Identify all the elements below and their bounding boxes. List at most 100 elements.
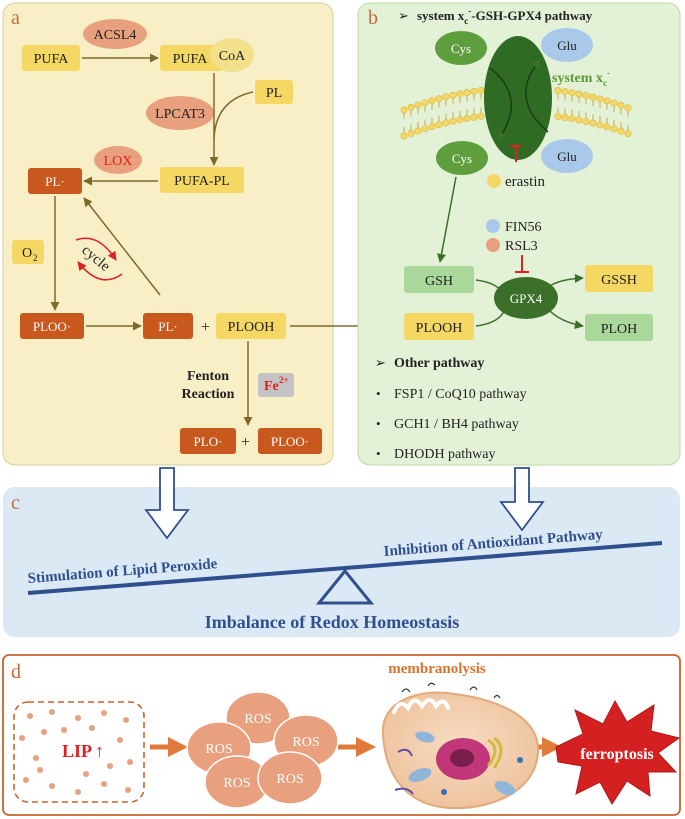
iron-dot [27, 713, 33, 719]
lox-enzyme [94, 146, 142, 174]
iron-dot [49, 709, 55, 715]
lipid-head [407, 103, 415, 111]
cys-top [435, 31, 487, 65]
panel-a-letter: a [11, 7, 20, 29]
iron-dots [19, 709, 133, 795]
lipid-head [610, 99, 618, 107]
o2-label: O [22, 246, 32, 261]
lipid-head [414, 127, 422, 135]
fe-box [258, 373, 294, 397]
pufa-coa-pufa-label: PUFA [173, 52, 209, 67]
ploh-label: PLOH [601, 322, 638, 337]
plo-radical-box [180, 428, 236, 454]
ros-label: ROS [223, 776, 250, 791]
plooh-box [216, 313, 286, 339]
ploh-box [585, 314, 653, 341]
membranolysis-label: membranolysis [388, 661, 486, 677]
iron-dot [49, 783, 55, 789]
redox-imbalance-label: Imbalance of Redox Homeostasis [205, 612, 460, 632]
lipid-head [568, 89, 576, 97]
pl-join-curve [213, 91, 254, 139]
lipid-head [568, 115, 576, 123]
coa-ellipse [210, 38, 254, 72]
lipid-head [428, 123, 436, 131]
panel-c-letter: c [11, 492, 20, 514]
rsl3-dot [486, 238, 500, 252]
ros-label: ROS [205, 742, 232, 757]
lipid-head [554, 113, 562, 121]
lipid-head [442, 119, 450, 127]
pl-radical2-box [143, 313, 193, 339]
iron-dot [33, 755, 39, 761]
balance-beam [27, 541, 663, 595]
glu-top [541, 28, 593, 62]
gpx4-to-ploh-curve [547, 308, 584, 330]
ros-label: ROS [276, 772, 303, 787]
golgi-apparatus [486, 736, 503, 769]
glu-bottom-label: Glu [557, 149, 577, 164]
lipid-head [428, 97, 436, 105]
ploo-radical2-box [258, 428, 322, 454]
o2-subscript: 2 [33, 253, 38, 263]
ferroptosis-starburst [555, 699, 681, 805]
lipid-head [435, 95, 443, 103]
cys-top-label: Cys [451, 41, 471, 56]
pl-label: PL [266, 86, 282, 101]
pufa-label: PUFA [34, 52, 70, 67]
plo-radical-label: PLO· [194, 434, 223, 449]
iron-dot [41, 729, 47, 735]
iron-dot [83, 771, 89, 777]
lipid-head [624, 130, 632, 138]
down-arrow-left [144, 467, 190, 540]
down-arrow-right [499, 467, 545, 532]
lipid-head [400, 106, 408, 114]
erastin-label: erastin [505, 174, 545, 190]
ploo-radical2-label: PLOO· [271, 434, 309, 449]
lip-label: LIP↑ [62, 741, 104, 761]
gpx4-enzyme [494, 277, 558, 319]
plus-sign: + [201, 319, 210, 336]
membrane-debris [401, 682, 501, 699]
pl-box [255, 80, 293, 104]
iron-dot [37, 767, 43, 773]
lipid-head [589, 93, 597, 101]
membrane-rupture [392, 698, 450, 714]
system-xc-transporter [484, 36, 552, 160]
lox-label: LOX [104, 154, 133, 169]
ferroptosis-label: ferroptosis [580, 746, 653, 763]
pl-radical-label: PL· [45, 174, 65, 189]
system-xc-label: system xc- [552, 68, 610, 88]
gssh-box [585, 265, 653, 292]
iron-dot [123, 717, 129, 723]
erastin-dot [487, 174, 501, 188]
lipid-head [603, 97, 611, 105]
panel-b-letter: b [368, 7, 378, 29]
pufa-pl-box [160, 167, 244, 193]
o2-box [12, 240, 44, 264]
lipid-head [589, 119, 597, 127]
lipid-head [407, 129, 415, 137]
lipid-head [477, 112, 485, 120]
iron-dot [89, 725, 95, 731]
lipid-head [449, 117, 457, 125]
cell-membrane-bilayer [400, 86, 632, 140]
fenton-label-2: Reaction [182, 387, 235, 402]
lipid-head [596, 121, 604, 129]
lipid-head [582, 117, 590, 125]
fenton-label-1: Fenton [187, 369, 229, 384]
fin56-label: FIN56 [505, 220, 542, 235]
lipid-head [463, 114, 471, 122]
iron-dot [107, 763, 113, 769]
rsl3-label: RSL3 [505, 239, 538, 254]
other-pathway-bullet: ➢ [375, 355, 386, 370]
glu-top-label: Glu [557, 38, 577, 53]
lipid-head [617, 101, 625, 109]
vesicle [441, 789, 447, 795]
iron-dot [61, 727, 67, 733]
pufa-box [22, 45, 80, 71]
lipid-head [456, 116, 464, 124]
balance-fulcrum [315, 568, 375, 605]
lipid-head [624, 104, 632, 112]
